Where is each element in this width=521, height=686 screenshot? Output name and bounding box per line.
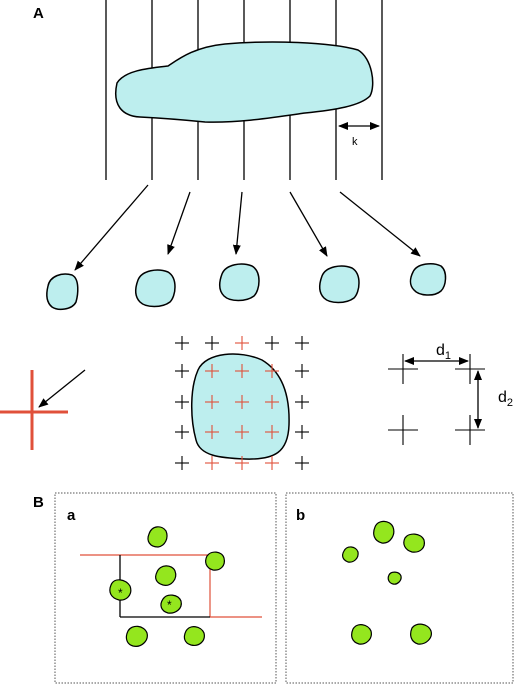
particle-profile [155, 565, 177, 586]
arrow [289, 191, 328, 257]
cross-pointer-arrow [38, 369, 86, 408]
panel-a-label: A [33, 5, 44, 22]
panel-b-label: B [33, 494, 44, 511]
grid-point [175, 456, 189, 470]
grid-point-hit [235, 395, 249, 409]
subpanel-b-label: b [296, 507, 305, 524]
particle-profile [109, 579, 132, 601]
subpanel-a-profiles: * * [109, 526, 225, 647]
particle-profile [342, 546, 359, 563]
tissue-block [115, 41, 374, 123]
section-profile [134, 269, 176, 308]
point-grid [175, 336, 309, 470]
probe-cross-enlarged [0, 369, 86, 450]
grid-point [295, 364, 309, 378]
particle-profile [373, 520, 395, 544]
grid-point-hit [205, 456, 219, 470]
arrow [339, 191, 421, 257]
grid-point-hit [205, 425, 219, 439]
particle-profile [160, 594, 182, 614]
section-arrows [74, 184, 421, 271]
d2-label: d2 [498, 389, 513, 409]
grid-point-hit [265, 395, 279, 409]
grid-point [295, 395, 309, 409]
grid-point [175, 364, 189, 378]
grid-point-hit [265, 456, 279, 470]
arrow [167, 191, 191, 255]
grid-point [295, 336, 309, 350]
d1-label: d1 [436, 342, 451, 362]
counted-marker: * [118, 586, 123, 600]
grid-spacing-diagram: d1 d2 [388, 342, 513, 445]
grid-point [265, 336, 279, 350]
grid-point-hit [235, 456, 249, 470]
section-profile [409, 263, 447, 296]
grid-point [295, 456, 309, 470]
particle-profile [205, 551, 225, 571]
counted-marker: * [167, 598, 172, 612]
arrow [74, 184, 149, 271]
section-profile [318, 265, 360, 304]
particle-profile [183, 626, 205, 646]
grid-point [295, 425, 309, 439]
grid-point-hit [235, 425, 249, 439]
subpanel-a-label: a [67, 507, 76, 524]
particle-profile [410, 623, 432, 645]
spacing-label: k [352, 136, 358, 148]
grid-point [175, 425, 189, 439]
particle-profile [125, 625, 148, 647]
subpanel-b-frame [285, 492, 514, 684]
grid-point-hit [265, 425, 279, 439]
particle-profile [387, 571, 402, 585]
grid-point [175, 395, 189, 409]
particle-profile [147, 526, 168, 548]
grid-profile [190, 353, 290, 460]
section-profile [46, 273, 79, 311]
particle-profile [351, 624, 372, 645]
grid-point-hit [265, 364, 279, 378]
grid-point [175, 336, 189, 350]
arrow [232, 191, 243, 255]
section-profile [218, 263, 260, 302]
grid-point [205, 336, 219, 350]
grid-point-hit [205, 395, 219, 409]
grid-point-hit [235, 364, 249, 378]
particle-profile [403, 533, 425, 553]
grid-point-hit [205, 364, 219, 378]
section-profiles [46, 263, 447, 311]
grid-point-hit [235, 336, 249, 350]
subpanel-b-profiles [342, 520, 432, 645]
subpanel-a-frame [54, 492, 277, 684]
